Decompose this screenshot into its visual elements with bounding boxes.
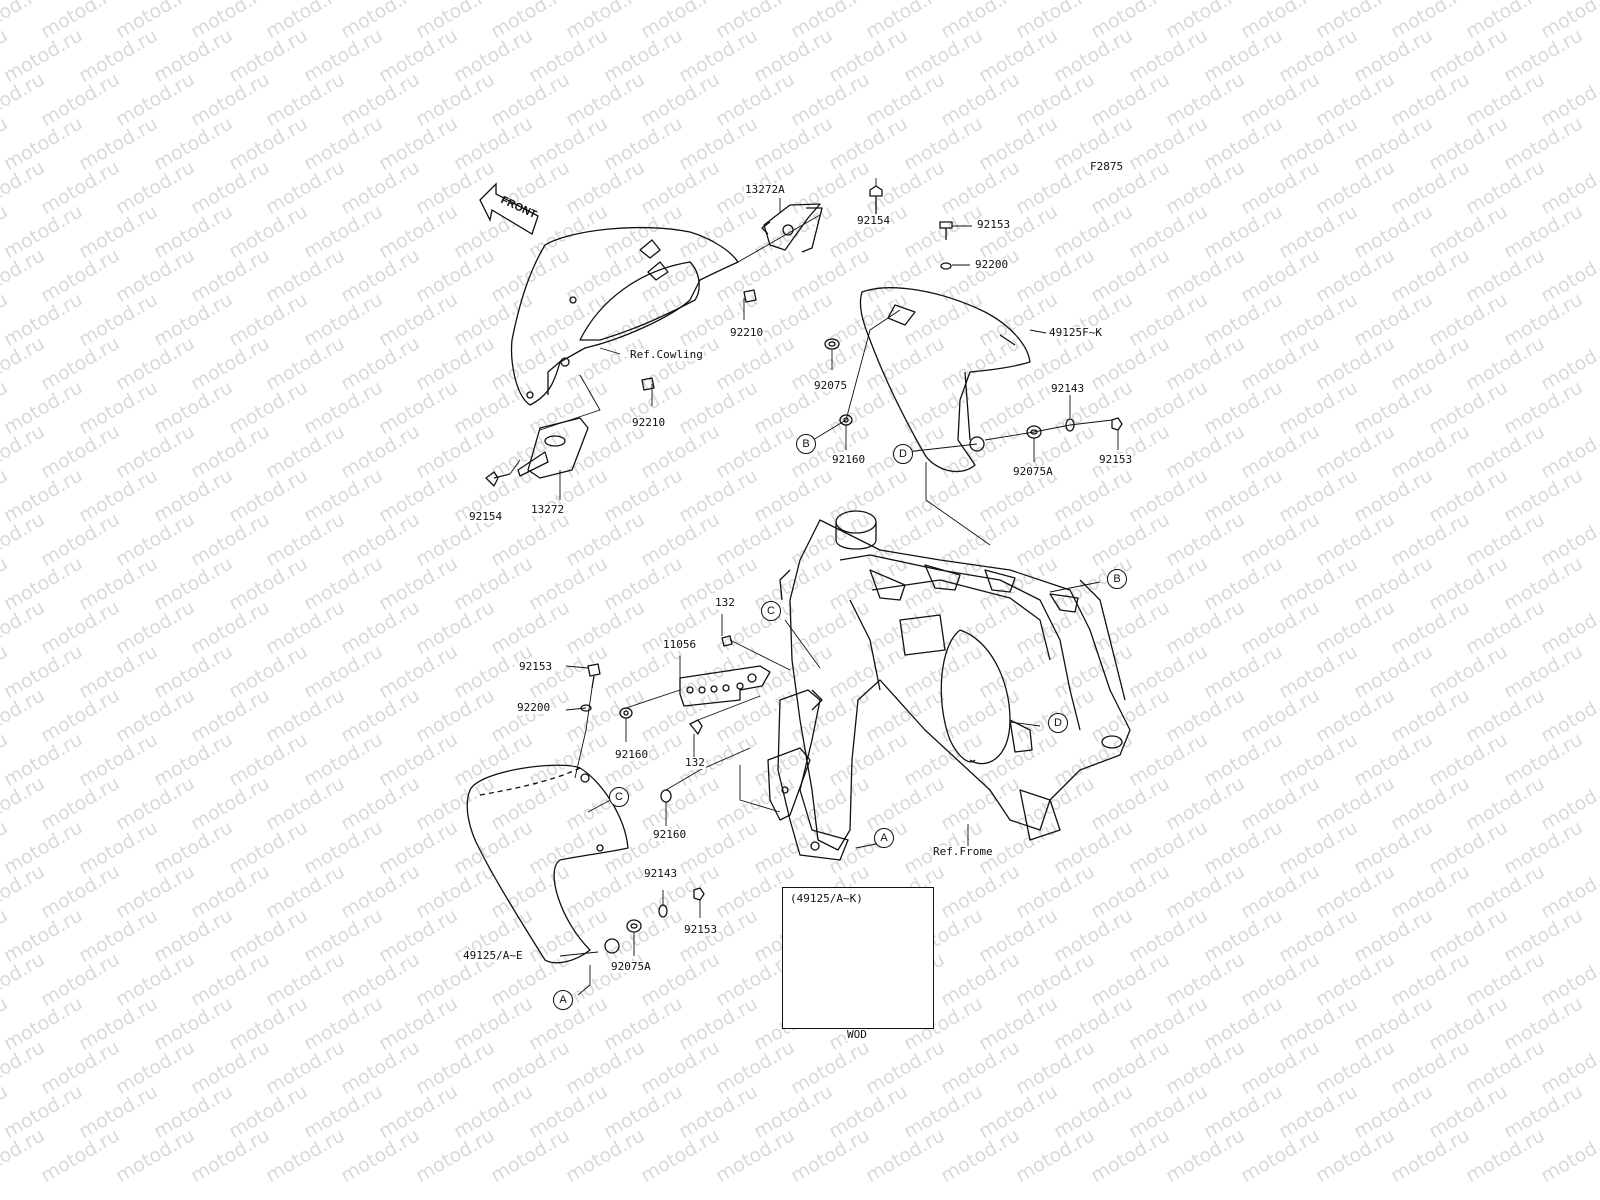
stay-11056-part (679, 665, 771, 707)
callout-marker: D (893, 444, 913, 464)
side-bracket-part (767, 689, 849, 861)
part-label: 92075 (813, 379, 849, 392)
callout-marker: B (1107, 569, 1127, 589)
part-label: 13272 (530, 503, 566, 516)
inset-box: (49125/A~K) (782, 887, 934, 1029)
part-label: 92075A (1012, 465, 1054, 478)
bracket-13272a-part (761, 203, 823, 253)
part-label: 92153 (683, 923, 719, 936)
leader-lines (509, 178, 1119, 996)
callout-marker: C (761, 601, 781, 621)
callout-marker: A (553, 990, 573, 1010)
callout-marker: D (1048, 713, 1068, 733)
part-label: 132 (684, 756, 706, 769)
inset-caption: WOD (846, 1028, 868, 1041)
part-label: 92153 (1098, 453, 1134, 466)
callout-marker: B (796, 434, 816, 454)
shroud-lower-part (466, 764, 629, 964)
hardware-parts (485, 185, 1123, 933)
part-label: 92160 (831, 453, 867, 466)
callout-marker: C (609, 787, 629, 807)
callout-marker: A (874, 828, 894, 848)
part-label: 92075A (610, 960, 652, 973)
part-label: 92160 (614, 748, 650, 761)
front-cowl-part (510, 226, 739, 406)
part-label: 132 (714, 596, 736, 609)
bracket-13272-part (517, 417, 589, 479)
shroud-upper-part (859, 287, 1031, 473)
front-arrow-icon: FRONT (479, 182, 539, 235)
part-label: 92143 (643, 867, 679, 880)
part-label: 11056 (662, 638, 698, 651)
part-label: 92143 (1050, 382, 1086, 395)
part-label: 92160 (652, 828, 688, 841)
part-label: 92154 (856, 214, 892, 227)
part-label: 92153 (518, 660, 554, 673)
diagram-code: F2875 (1089, 160, 1125, 173)
part-label: 92200 (974, 258, 1010, 271)
part-label: 49125F~K (1048, 326, 1103, 339)
part-label: 92210 (729, 326, 765, 339)
part-label: 92210 (631, 416, 667, 429)
part-label: Ref.Cowling (629, 348, 704, 361)
part-label: 92153 (976, 218, 1012, 231)
part-label: Ref.Frome (932, 845, 994, 858)
part-label: 13272A (744, 183, 786, 196)
inset-title: (49125/A~K) (789, 892, 864, 905)
part-label: 49125/A~E (462, 949, 524, 962)
frame-part (779, 510, 1131, 851)
part-label: 92154 (468, 510, 504, 523)
part-label: 92200 (516, 701, 552, 714)
